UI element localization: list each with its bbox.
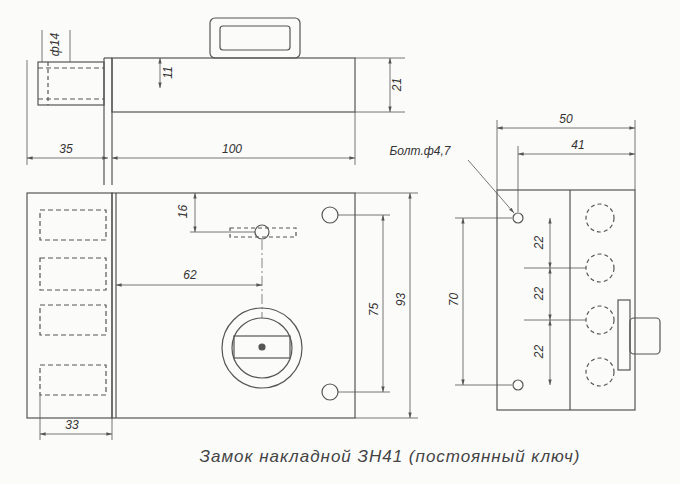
dimension-label: 62 [182, 269, 197, 282]
dimension-label: 41 [570, 139, 585, 152]
dimension-label: 75 [368, 302, 381, 317]
dimension-label: 11 [161, 66, 174, 80]
dimension-label: 22 [533, 286, 546, 301]
dimension-label: 22 [533, 235, 546, 250]
dimension-label: 50 [558, 113, 573, 126]
dimension-label: Болт.ф4,7 [389, 145, 452, 158]
dimension-label: 35 [58, 143, 73, 156]
dimension-label: 70 [448, 292, 461, 307]
dimension-label: 22 [533, 344, 546, 359]
dimension-label: ф14 [49, 32, 62, 57]
dimension-label: 93 [395, 292, 408, 307]
dimension-label: 21 [391, 77, 404, 92]
dimension-label: 100 [221, 143, 243, 156]
dimension-label: 16 [177, 204, 190, 219]
drawing-caption: Замок накладной ЗН41 (постоянный ключ) [200, 447, 581, 467]
dimension-label: 33 [64, 419, 79, 432]
